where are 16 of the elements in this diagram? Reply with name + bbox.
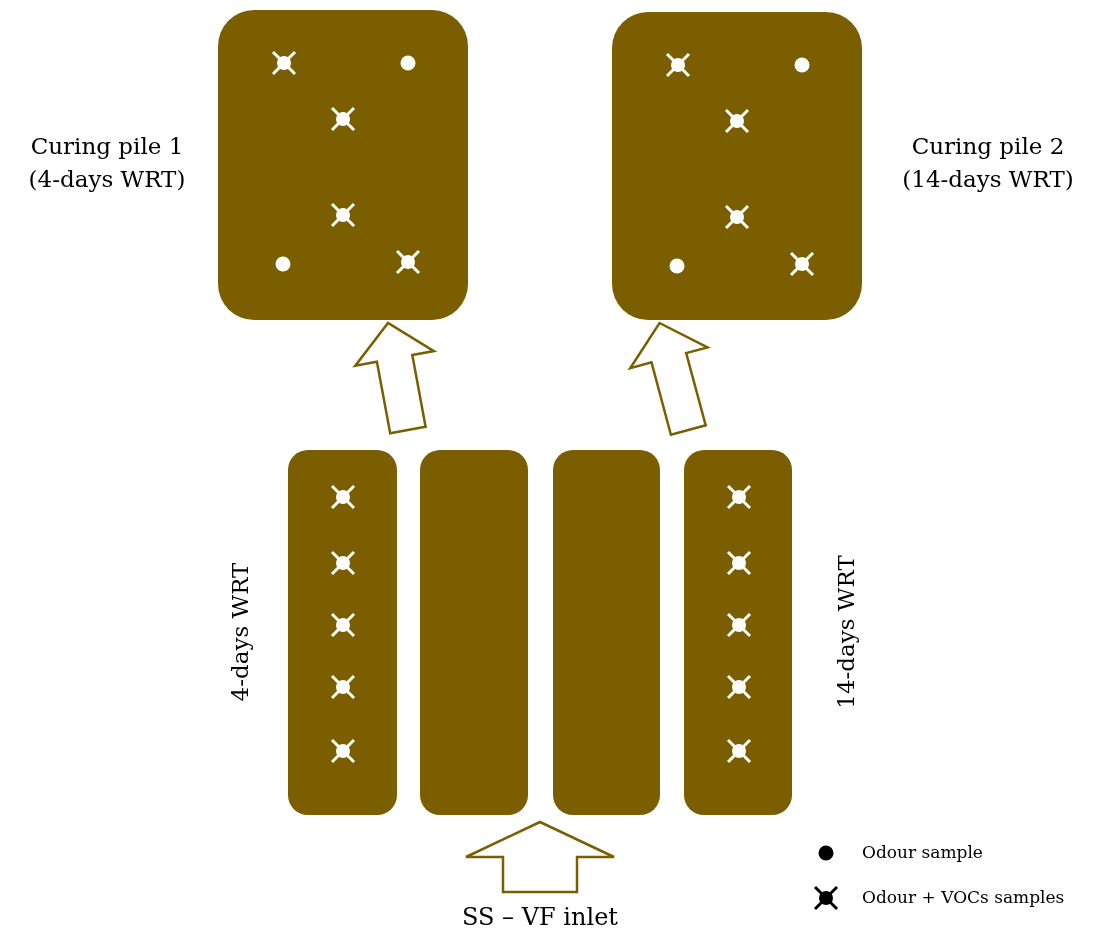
pile-label: Curing pile 2 (14-days WRT) bbox=[901, 132, 1075, 195]
curing-pile bbox=[218, 10, 468, 320]
pile-label: Curing pile 1 (4-days WRT) bbox=[27, 132, 187, 195]
retention-time-label: 14-days WRT bbox=[833, 555, 859, 709]
legend-text: Odour sample bbox=[862, 842, 983, 862]
windrow-bar bbox=[553, 450, 660, 815]
windrow-bar bbox=[684, 450, 792, 815]
block-arrow bbox=[464, 820, 616, 894]
windrow-bar bbox=[420, 450, 528, 815]
retention-time-label: 4-days WRT bbox=[227, 562, 253, 702]
block-arrow bbox=[352, 321, 438, 435]
windrow-bar bbox=[288, 450, 397, 815]
curing-pile bbox=[612, 12, 862, 320]
inlet-label: SS – VF inlet bbox=[440, 903, 640, 931]
block-arrow bbox=[627, 321, 711, 437]
legend-text: Odour + VOCs samples bbox=[862, 887, 1065, 907]
